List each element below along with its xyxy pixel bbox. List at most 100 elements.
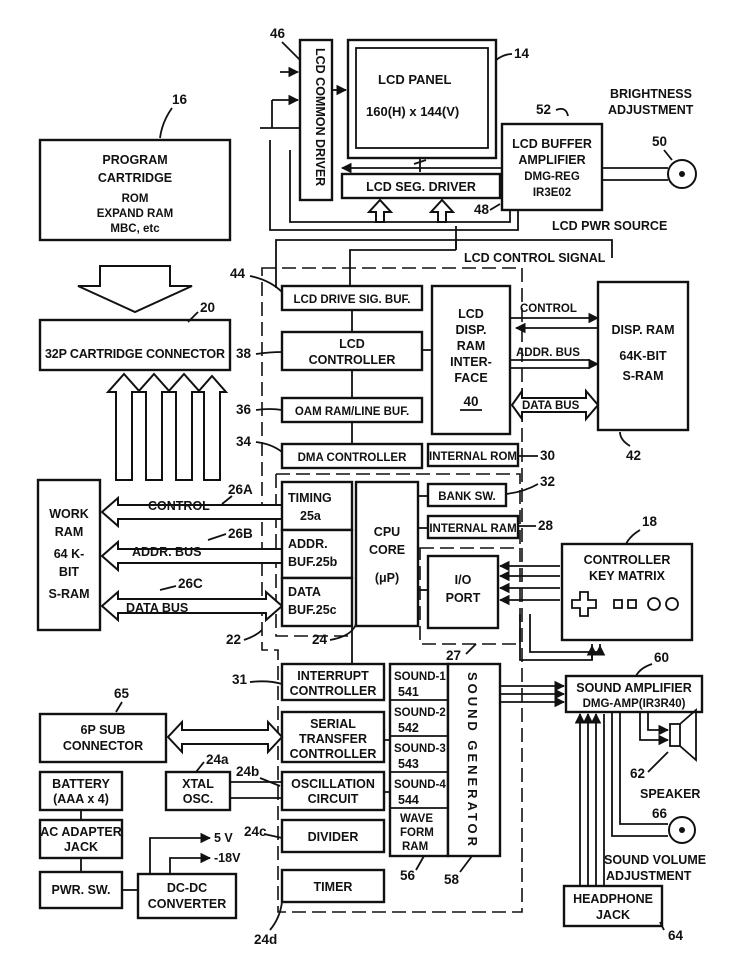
start-button-icon bbox=[627, 599, 637, 609]
sound-amplifier-block: SOUND AMPLIFIER DMG-AMP(IR3R40) bbox=[564, 674, 704, 714]
battery-line1: BATTERY bbox=[52, 777, 110, 791]
ac-adapter-line1: AC ADAPTER bbox=[40, 825, 121, 839]
ref-64: 64 bbox=[668, 928, 684, 943]
pwr-sw-block: PWR. SW. bbox=[38, 870, 124, 910]
serial-line3: CONTROLLER bbox=[290, 747, 377, 761]
lcd-control-signal-label: LCD CONTROL SIGNAL bbox=[464, 251, 606, 265]
ref-46: 46 bbox=[270, 26, 286, 41]
program-cartridge-line4: EXPAND RAM bbox=[97, 208, 173, 220]
ref-34: 34 bbox=[236, 434, 252, 449]
lcd-seg-driver-block: LCD SEG. DRIVER bbox=[340, 172, 502, 200]
io-port-block: I/O PORT bbox=[426, 554, 500, 630]
xtal-line2: OSC. bbox=[183, 792, 214, 806]
ref-31: 31 bbox=[232, 672, 248, 687]
ref-60: 60 bbox=[654, 650, 669, 665]
lcd-controller-block: LCD CONTROLLER bbox=[280, 330, 424, 372]
sound-amp-line2: DMG-AMP(IR3R40) bbox=[583, 698, 686, 710]
divider-block: DIVIDER bbox=[280, 818, 386, 854]
lcd-buffer-amplifier-block: LCD BUFFER AMPLIFIER DMG-REG IR3E02 bbox=[500, 122, 604, 212]
ref-48: 48 bbox=[474, 202, 490, 217]
serial-transfer-controller-block: SERIAL TRANSFER CONTROLLER bbox=[280, 710, 386, 764]
internal-rom-block: INTERNAL ROM bbox=[426, 442, 520, 468]
b-button-icon bbox=[647, 597, 661, 611]
cpu-core-block: CPU CORE (μP) bbox=[354, 480, 420, 628]
timer-label: TIMER bbox=[314, 880, 353, 894]
bank-sw-label: BANK SW. bbox=[438, 491, 496, 503]
speaker-icon bbox=[669, 708, 697, 762]
ref-24a: 24a bbox=[206, 752, 229, 767]
headphone-line2: JACK bbox=[596, 908, 630, 922]
battery-line2: (AAA x 4) bbox=[53, 792, 109, 806]
ref-38: 38 bbox=[236, 346, 252, 361]
dma-controller-block: DMA CONTROLLER bbox=[280, 442, 424, 470]
work-ram-line5: S-RAM bbox=[49, 587, 90, 601]
dc-dc-converter-block: DC-DC CONVERTER bbox=[136, 872, 238, 920]
cartridge-connector-label: 32P CARTRIDGE CONNECTOR bbox=[45, 347, 225, 361]
program-cartridge-line5: MBC, etc bbox=[110, 223, 160, 235]
controller-key-line1: CONTROLLER bbox=[584, 553, 671, 567]
internal-ram-label: INTERNAL RAM bbox=[429, 523, 516, 535]
lcd-pwr-source-label: LCD PWR SOURCE bbox=[552, 219, 667, 233]
sound-generator-block: SOUND GENERATOR bbox=[446, 662, 502, 858]
lcd-seg-driver-label: LCD SEG. DRIVER bbox=[366, 180, 476, 194]
timing-line1: TIMING bbox=[288, 491, 332, 505]
lcd-panel-line1: LCD PANEL bbox=[378, 72, 451, 87]
wave-form-line3: RAM bbox=[402, 841, 428, 853]
cpu-bus-control-label: CONTROL bbox=[148, 499, 210, 513]
ref-24b: 24b bbox=[236, 764, 259, 779]
headphone-lines bbox=[574, 712, 605, 886]
sub-connector-line1: 6P SUB bbox=[81, 723, 126, 737]
addr-buf-block: ADDR. BUF.25b bbox=[280, 528, 354, 580]
sound-output-lines bbox=[500, 680, 566, 708]
speaker-label: SPEAKER bbox=[640, 787, 700, 801]
bank-sw-block: BANK SW. bbox=[426, 482, 508, 508]
cpu-core-line2: CORE bbox=[369, 543, 405, 557]
wave-form-line2: FORM bbox=[400, 827, 434, 839]
ref-52: 52 bbox=[536, 102, 551, 117]
data-buf-line2: BUF.25c bbox=[288, 603, 337, 617]
lcd-disp-ram-line5: FACE bbox=[454, 371, 487, 385]
sound3-label: SOUND-3 bbox=[394, 743, 446, 755]
cartridge-insert-arrow bbox=[77, 265, 193, 314]
cpu-inner-boundary-dashed bbox=[275, 473, 521, 637]
ref-26b: 26B bbox=[228, 526, 253, 541]
ref-44: 44 bbox=[230, 266, 246, 281]
controller-key-line2: KEY MATRIX bbox=[589, 569, 666, 583]
sound-volume-line2: ADJUSTMENT bbox=[606, 869, 692, 883]
lcd-disp-ram-line1: LCD bbox=[458, 307, 484, 321]
disp-bus-data-label: DATA BUS bbox=[522, 400, 580, 412]
oam-ram-line-buf-block: OAM RAM/LINE BUF. bbox=[280, 396, 424, 424]
program-cartridge-block: PROGRAM CARTRIDGE ROM EXPAND RAM MBC, et… bbox=[38, 138, 232, 242]
ref-24c: 24c bbox=[244, 824, 267, 839]
cpu-bus-addr-label: ADDR. BUS bbox=[132, 545, 201, 559]
internal-ram-block: INTERNAL RAM bbox=[426, 514, 520, 540]
ref-50: 50 bbox=[652, 134, 667, 149]
ref-27: 27 bbox=[446, 648, 461, 663]
io-port-line1: I/O bbox=[455, 573, 472, 587]
brightness-adjustment-line1: BRIGHTNESS bbox=[610, 87, 692, 101]
sound1-label: SOUND-1 bbox=[394, 671, 446, 683]
dma-controller-label: DMA CONTROLLER bbox=[298, 452, 408, 464]
controller-key-matrix-block: CONTROLLER KEY MATRIX bbox=[560, 542, 694, 642]
lcd-common-driver-block: LCD COMMON DRIVER bbox=[298, 38, 334, 202]
sound-amp-line1: SOUND AMPLIFIER bbox=[576, 681, 692, 695]
ref-16: 16 bbox=[172, 92, 188, 107]
a-button-icon bbox=[665, 597, 679, 611]
lcd-buffer-line4: IR3E02 bbox=[533, 187, 571, 199]
disp-ram-line3: S-RAM bbox=[623, 369, 664, 383]
sound4-label: SOUND-4 bbox=[394, 779, 446, 791]
disp-ram-line1: DISP. RAM bbox=[612, 323, 675, 337]
ref-26a: 26A bbox=[228, 482, 253, 497]
sound-volume-line1: SOUND VOLUME bbox=[604, 853, 706, 867]
cpu-side-buses bbox=[100, 495, 284, 623]
pwr-sw-label: PWR. SW. bbox=[51, 883, 110, 897]
ref-42: 42 bbox=[626, 448, 641, 463]
ref-28: 28 bbox=[538, 518, 554, 533]
timing-block: TIMING 25a bbox=[280, 480, 354, 532]
disp-ram-line2: 64K-BIT bbox=[619, 349, 667, 363]
sound2-label: SOUND-2 bbox=[394, 707, 446, 719]
oscillation-circuit-block: OSCILLATION CIRCUIT bbox=[280, 770, 386, 812]
sub-connector-block: 6P SUB CONNECTOR bbox=[38, 712, 168, 764]
lcd-disp-ram-line2: DISP. bbox=[455, 323, 486, 337]
